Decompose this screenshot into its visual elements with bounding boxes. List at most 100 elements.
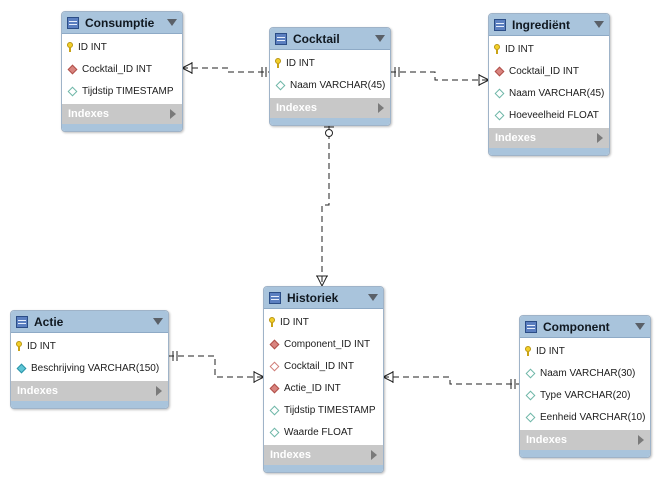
table-consumptie[interactable]: Consumptie ID INT Cocktail_ID INT Tijdst… [61,11,183,132]
table-header[interactable]: Ingrediënt [489,14,609,36]
collapse-arrow-icon[interactable] [167,19,177,26]
column-row[interactable]: Naam VARCHAR(45) [489,82,609,104]
column-label: Hoeveelheid FLOAT [509,109,599,121]
crowfoot-ingredient-end [478,74,490,86]
relationship-consumptie-cocktail [182,67,270,73]
column-row[interactable]: Waarde FLOAT [264,421,383,443]
indexes-bar[interactable]: Indexes [62,104,182,124]
table-cocktail[interactable]: Cocktail ID INT Naam VARCHAR(45) Indexes [269,27,391,126]
column-label: ID INT [536,345,565,357]
table-component[interactable]: Component ID INT Naam VARCHAR(30) Type V… [519,315,651,458]
primary-key-icon [494,44,500,54]
collapse-arrow-icon[interactable] [153,318,163,325]
indexes-bar[interactable]: Indexes [11,381,168,401]
column-label: ID INT [286,57,315,69]
column-label: ID INT [78,41,107,53]
indexes-label: Indexes [276,102,317,114]
column-row[interactable]: Component_ID INT [264,333,383,355]
foreign-key-icon [494,66,505,76]
crowfoot-historiek-right [382,371,394,383]
foreign-key-icon [269,383,280,393]
column-row[interactable]: Cocktail_ID INT [489,60,609,82]
table-footer [11,401,168,408]
column-row[interactable]: ID INT [62,36,182,58]
primary-key-icon [67,42,73,52]
column-label: Eenheid VARCHAR(10) [540,411,646,423]
column-icon [525,412,536,422]
column-row[interactable]: Cocktail_ID INT [62,58,182,80]
column-row[interactable]: Actie_ID INT [264,377,383,399]
table-icon [269,291,281,304]
column-icon [494,88,505,98]
table-header[interactable]: Historiek [264,287,383,309]
column-label: Tijdstip TIMESTAMP [284,404,376,416]
expand-arrow-icon[interactable] [597,133,603,143]
column-label: Component_ID INT [284,338,371,350]
column-row[interactable]: Naam VARCHAR(45) [270,74,390,96]
foreign-key-icon [67,64,78,74]
optional-one-marker-cocktail-bottom [324,126,334,137]
collapse-arrow-icon[interactable] [594,21,604,28]
expand-arrow-icon[interactable] [378,103,384,113]
indexes-label: Indexes [526,434,567,446]
column-row[interactable]: ID INT [264,311,383,333]
column-row[interactable]: Cocktail_ID INT [264,355,383,377]
column-row[interactable]: Tijdstip TIMESTAMP [264,399,383,421]
column-label: Type VARCHAR(20) [540,389,631,401]
one-marker-actie-right [172,351,178,361]
column-row[interactable]: ID INT [11,335,168,357]
column-row[interactable]: ID INT [489,38,609,60]
table-footer [270,118,390,125]
column-row[interactable]: Beschrijving VARCHAR(150) [11,357,168,379]
one-marker-component-left [510,379,516,389]
expand-arrow-icon[interactable] [170,109,176,119]
column-label: ID INT [505,43,534,55]
table-historiek[interactable]: Historiek ID INT Component_ID INT Cockta… [263,286,384,473]
collapse-arrow-icon[interactable] [368,294,378,301]
table-actie[interactable]: Actie ID INT Beschrijving VARCHAR(150) I… [10,310,169,409]
table-icon [494,18,506,31]
table-header[interactable]: Actie [11,311,168,333]
table-header[interactable]: Component [520,316,650,338]
column-label: Waarde FLOAT [284,426,353,438]
column-label: Actie_ID INT [284,382,341,394]
indexes-bar[interactable]: Indexes [264,445,383,465]
column-row[interactable]: Naam VARCHAR(30) [520,362,650,384]
collapse-arrow-icon[interactable] [635,323,645,330]
expand-arrow-icon[interactable] [638,435,644,445]
table-header[interactable]: Cocktail [270,28,390,50]
table-name: Cocktail [293,31,340,46]
table-ingredient[interactable]: Ingrediënt ID INT Cocktail_ID INT Naam V… [488,13,610,156]
column-label: Naam VARCHAR(45) [290,79,386,91]
not-null-column-icon [16,363,27,373]
table-name: Component [543,319,610,334]
column-icon [525,368,536,378]
table-name: Actie [34,314,64,329]
table-header[interactable]: Consumptie [62,12,182,34]
indexes-bar[interactable]: Indexes [520,430,650,450]
column-row[interactable]: ID INT [520,340,650,362]
column-icon [525,390,536,400]
table-icon [525,320,537,333]
column-label: Beschrijving VARCHAR(150) [31,362,160,374]
column-row[interactable]: Eenheid VARCHAR(10) [520,406,650,428]
expand-arrow-icon[interactable] [371,450,377,460]
column-row[interactable]: Tijdstip TIMESTAMP [62,80,182,102]
primary-key-icon [16,341,22,351]
table-name: Consumptie [85,15,155,30]
table-icon [16,315,28,328]
expand-arrow-icon[interactable] [156,386,162,396]
indexes-bar[interactable]: Indexes [270,98,390,118]
table-footer [264,465,383,472]
column-row[interactable]: Hoeveelheid FLOAT [489,104,609,126]
indexes-bar[interactable]: Indexes [489,128,609,148]
column-label: ID INT [27,340,56,352]
indexes-label: Indexes [17,385,58,397]
crowfoot-consumptie-end [181,62,193,74]
relationship-historiek-component [383,376,520,385]
column-row[interactable]: ID INT [270,52,390,74]
collapse-arrow-icon[interactable] [375,35,385,42]
table-icon [67,16,79,29]
column-row[interactable]: Type VARCHAR(20) [520,384,650,406]
